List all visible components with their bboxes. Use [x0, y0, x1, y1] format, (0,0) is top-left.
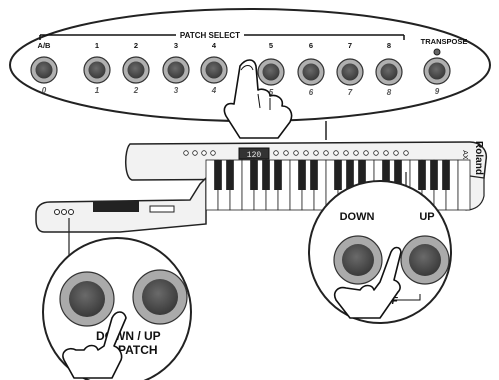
- neck-button[interactable]: [62, 210, 67, 215]
- panel-button[interactable]: [202, 151, 207, 156]
- right-down-label: DOWN: [340, 211, 375, 223]
- patch-button-4[interactable]: [201, 57, 227, 83]
- panel-button[interactable]: [304, 151, 309, 156]
- panel-button[interactable]: [354, 151, 359, 156]
- panel-button[interactable]: [344, 151, 349, 156]
- panel-button[interactable]: [404, 151, 409, 156]
- black-key[interactable]: [274, 160, 282, 190]
- patch-button-number: 6: [309, 88, 314, 97]
- patch-button-label: 7: [348, 41, 352, 50]
- panel-button[interactable]: [274, 151, 279, 156]
- patch-button-8[interactable]: [376, 59, 402, 85]
- left-patch-label: PATCH: [118, 343, 158, 357]
- keytar-display-value: 120: [247, 151, 262, 160]
- patch-button-number: 8: [387, 88, 392, 97]
- panel-button[interactable]: [211, 151, 216, 156]
- white-key[interactable]: [458, 160, 470, 210]
- patch-button-label: 1: [95, 41, 99, 50]
- panel-button[interactable]: [394, 151, 399, 156]
- transpose-label: TRANSPOSE: [421, 37, 468, 46]
- black-key[interactable]: [250, 160, 258, 190]
- panel-button[interactable]: [324, 151, 329, 156]
- left-down-button[interactable]: [60, 272, 114, 326]
- patch-button-label: 8: [387, 41, 391, 50]
- black-key[interactable]: [334, 160, 342, 190]
- patch-button-label: 6: [309, 41, 313, 50]
- black-key[interactable]: [418, 160, 426, 190]
- keytar-brand: Roland: [473, 141, 484, 175]
- right-up-label: UP: [419, 211, 434, 223]
- black-key[interactable]: [430, 160, 438, 190]
- patch-button-5[interactable]: [258, 59, 284, 85]
- patch-select-title: PATCH SELECT: [180, 31, 240, 40]
- ribbon-controller: [93, 201, 139, 212]
- transpose-led: [434, 49, 440, 55]
- left-up-button[interactable]: [133, 270, 187, 324]
- black-key[interactable]: [214, 160, 222, 190]
- panel-button[interactable]: [193, 151, 198, 156]
- neck-controls: [150, 206, 174, 212]
- patch-button-number: 1: [95, 86, 100, 95]
- panel-button[interactable]: [294, 151, 299, 156]
- panel-button[interactable]: [384, 151, 389, 156]
- left-callout: DOWN / UP PATCH: [43, 218, 191, 380]
- patch-button-number: 3: [174, 86, 179, 95]
- patch-button-3[interactable]: [163, 57, 189, 83]
- patch-button-number: 0: [42, 86, 47, 95]
- patch-button-label: 5: [269, 41, 273, 50]
- patch-button-number: 4: [211, 86, 217, 95]
- patch-button-number: 2: [133, 86, 139, 95]
- black-key[interactable]: [298, 160, 306, 190]
- patch-button-number: 7: [348, 88, 353, 97]
- panel-button[interactable]: [334, 151, 339, 156]
- patch-button-label: 2: [134, 41, 138, 50]
- patch-button-1[interactable]: [84, 57, 110, 83]
- patch-button-2[interactable]: [123, 57, 149, 83]
- black-key[interactable]: [310, 160, 318, 190]
- panel-button[interactable]: [184, 151, 189, 156]
- transpose-number: 9: [435, 87, 440, 96]
- neck-button[interactable]: [69, 210, 74, 215]
- patch-button-0[interactable]: [31, 57, 57, 83]
- panel-button[interactable]: [364, 151, 369, 156]
- right-up-button[interactable]: [401, 236, 449, 284]
- patch-button-label: 3: [174, 41, 178, 50]
- black-key[interactable]: [226, 160, 234, 190]
- black-key[interactable]: [442, 160, 450, 190]
- panel-button[interactable]: [374, 151, 379, 156]
- neck-button[interactable]: [55, 210, 60, 215]
- right-down-button[interactable]: [334, 236, 382, 284]
- panel-button[interactable]: [314, 151, 319, 156]
- panel-button[interactable]: [284, 151, 289, 156]
- transpose-button[interactable]: [424, 58, 450, 84]
- patch-button-6[interactable]: [298, 59, 324, 85]
- patch-button-7[interactable]: [337, 59, 363, 85]
- black-key[interactable]: [262, 160, 270, 190]
- patch-button-label: A/B: [38, 41, 52, 50]
